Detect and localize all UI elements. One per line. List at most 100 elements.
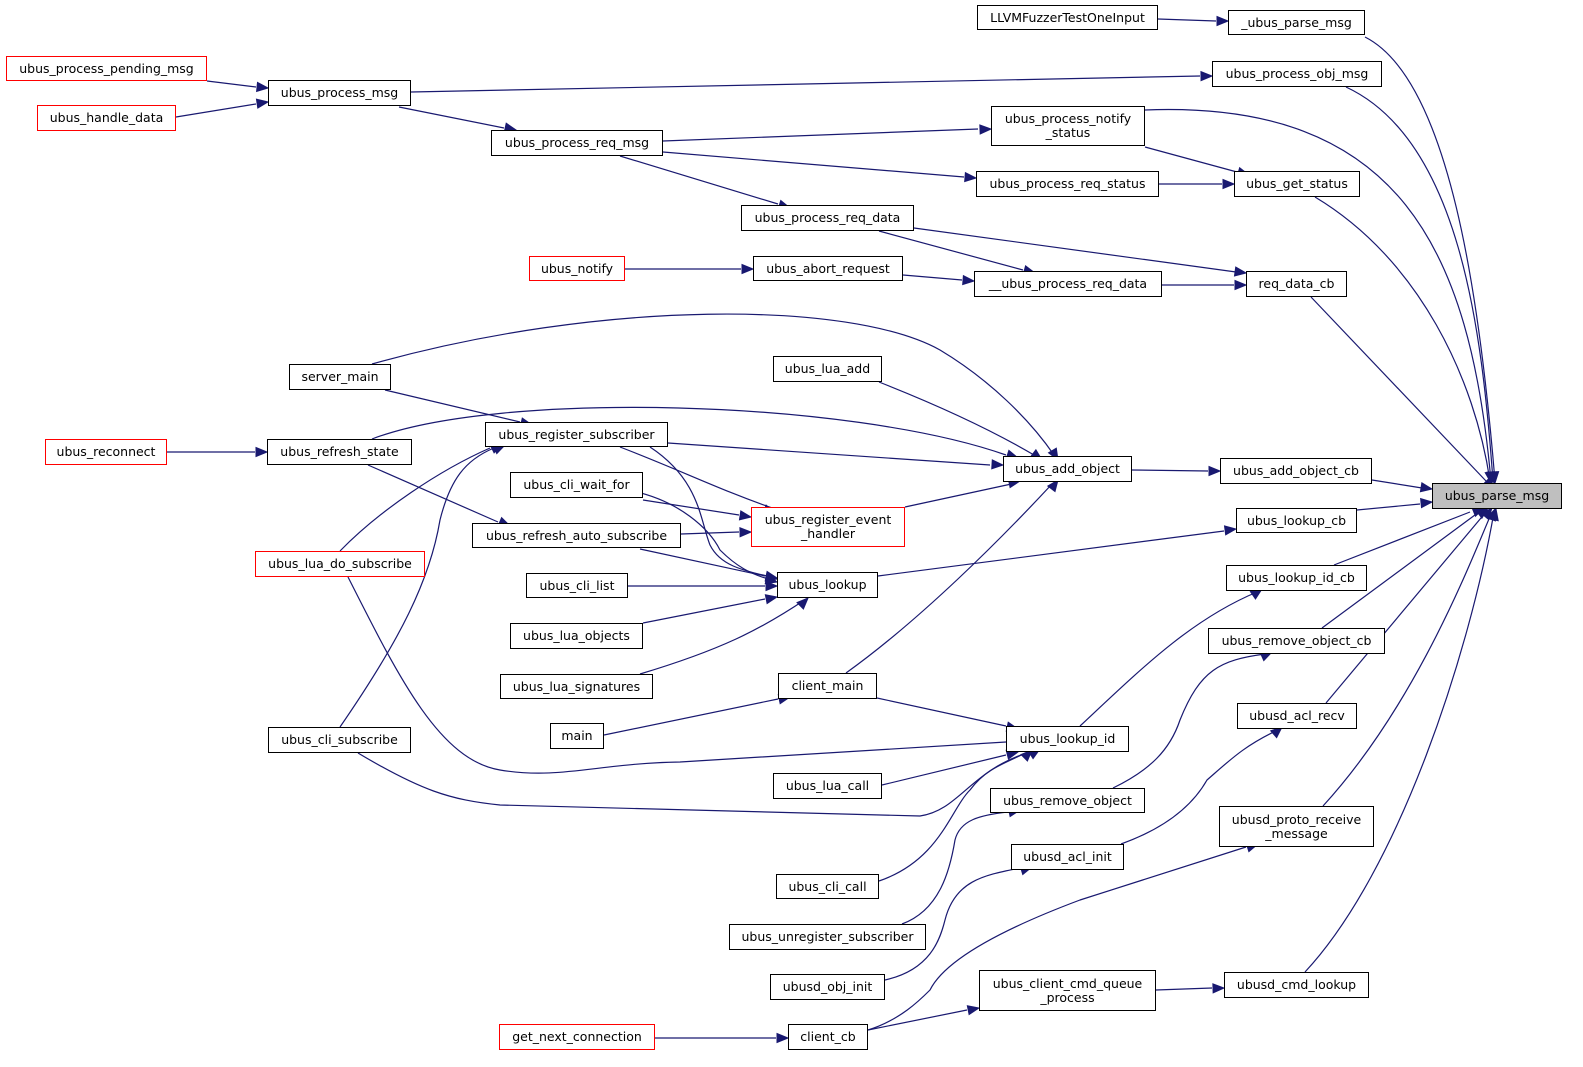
node-ubus-process-notify-status[interactable]: ubus_process_notify _status (991, 106, 1145, 146)
arrowhead-ubus_lookup_id (1020, 749, 1033, 762)
node-ubus-process-req-msg[interactable]: ubus_process_req_msg (491, 130, 663, 156)
node-ubus-lua-add[interactable]: ubus_lua_add (773, 356, 882, 382)
edge-ubus_cli_subscribe-to-ubus_register_subscriber (339, 447, 495, 728)
node-ubusd-acl-init[interactable]: ubusd_acl_init (1011, 844, 1124, 870)
node-ubus-lookup-id[interactable]: ubus_lookup_id (1006, 726, 1129, 752)
edge-req_data_cb-to-ubus_parse_msg (1310, 296, 1487, 482)
call-edges (167, 15, 1500, 1044)
edge-ubusd_obj_init-to-ubusd_acl_init (884, 867, 1021, 981)
node-ubus-register-subscriber[interactable]: ubus_register_subscriber (485, 422, 668, 447)
node-ubus-refresh-state[interactable]: ubus_refresh_state (267, 439, 412, 465)
edge-server_main-to-ubus_add_object (371, 313, 1055, 456)
arrowhead-req_data_cb (1233, 266, 1248, 277)
node-ubus-process-pending-msg[interactable]: ubus_process_pending_msg (6, 56, 207, 81)
edge-ubus_lua_do_subscribe-to-ubus_register_subscriber (339, 447, 491, 552)
node-ubusd-obj-init[interactable]: ubusd_obj_init (770, 974, 885, 1000)
node-server-main[interactable]: server_main (289, 364, 391, 390)
node-ubus-lua-objects[interactable]: ubus_lua_objects (510, 623, 643, 649)
node-ubus-lookup-id-cb[interactable]: ubus_lookup_id_cb (1226, 565, 1367, 591)
node-ubus-refresh-auto-subscribe[interactable]: ubus_refresh_auto_subscribe (472, 523, 681, 548)
edge-ubus_lua_signatures-to-ubus_lookup (639, 598, 807, 675)
edge-ubusd_acl_recv-to-ubus_parse_msg (1325, 511, 1487, 704)
node-ubus-lua-call[interactable]: ubus_lua_call (773, 773, 882, 799)
node-ubus-reconnect[interactable]: ubus_reconnect (45, 439, 167, 465)
node-ubusd-proto-receive-message[interactable]: ubusd_proto_receive _message (1219, 806, 1374, 847)
node-ubusd-cmd-lookup[interactable]: ubusd_cmd_lookup (1224, 972, 1369, 998)
arrowhead-ubusd_cmd_lookup (1212, 983, 1226, 994)
node-__ubus-process-req-data[interactable]: __ubus_process_req_data (974, 271, 1162, 297)
edge-ubus_process_msg-to-ubus_process_obj_msg (410, 75, 1201, 93)
node-llvmfuzzertestoneinput[interactable]: LLVMFuzzerTestOneInput (977, 5, 1158, 30)
edge-ubus_process_req_data-to-__ubus_process_req_data (878, 230, 1024, 271)
edge-ubus_process_notify_status-to-ubus_get_status (1144, 146, 1238, 173)
node-ubus-process-obj-msg[interactable]: ubus_process_obj_msg (1212, 61, 1382, 87)
arrowhead-ubus_abort_request (741, 263, 755, 275)
edge-ubus_process_msg-to-ubus_process_req_msg (398, 106, 505, 129)
edge-ubus_handle_data-to-ubus_process_msg (175, 103, 257, 118)
node-ubus-get-status[interactable]: ubus_get_status (1234, 171, 1360, 197)
edge-ubus_remove_object-to-ubus_remove_object_cb (1112, 653, 1266, 789)
node-ubus-remove-object[interactable]: ubus_remove_object (990, 788, 1145, 813)
edge-ubus_process_req_msg-to-ubus_process_req_status (662, 151, 965, 178)
node-ubus-process-req-status[interactable]: ubus_process_req_status (976, 171, 1159, 197)
node-ubus-unregister-subscriber[interactable]: ubus_unregister_subscriber (729, 924, 926, 950)
node-ubus-remove-object-cb[interactable]: ubus_remove_object_cb (1208, 628, 1385, 654)
edge-client_cb-to-ubusd_proto_receive_message (867, 846, 1247, 1031)
edge-ubus_process_notify_status-to-ubus_parse_msg (1144, 108, 1492, 482)
edge-ubus_lookup_cb-to-ubus_parse_msg (877, 530, 1225, 577)
arrowhead-ubus_process_notify_status (979, 124, 993, 135)
edge-ubus_process_req_msg-to-ubus_process_req_data (619, 155, 779, 205)
node-ubus-process-msg[interactable]: ubus_process_msg (268, 80, 411, 106)
edge-ubusd_proto_receive_message-to-ubus_parse_msg (1322, 511, 1493, 807)
arrowhead-client_cb (776, 1032, 790, 1044)
edge-client_main-to-ubus_lookup_id (876, 697, 1007, 727)
node-ubusd-acl-recv[interactable]: ubusd_acl_recv (1237, 703, 1357, 729)
node-ubus-process-req-data[interactable]: ubus_process_req_data (741, 205, 914, 231)
edge-server_main-to-ubus_register_subscriber (384, 389, 521, 423)
arrowhead-__ubus_process_req_data (962, 274, 976, 286)
arrowhead-ubus_process_obj_msg (1200, 70, 1214, 82)
node-ubus-register-event-handler[interactable]: ubus_register_event _handler (751, 507, 905, 547)
node-ubus-lookup-cb[interactable]: ubus_lookup_cb (1236, 508, 1357, 533)
arrowhead-ubus_process_msg (255, 98, 270, 109)
arrowhead-ubus_parse_msg (1488, 507, 1499, 522)
node-ubus-client-cmd-queue-process[interactable]: ubus_client_cmd_queue _process (979, 970, 1156, 1011)
node-ubus-lua-signatures[interactable]: ubus_lua_signatures (500, 674, 653, 699)
node-_ubus-parse-msg[interactable]: _ubus_parse_msg (1228, 10, 1365, 35)
node-get-next-connection[interactable]: get_next_connection (499, 1024, 655, 1050)
edge-ubus_add_object-to-ubus_add_object_cb (1131, 469, 1209, 472)
arrowhead-ubus_parse_msg (1484, 470, 1495, 485)
node-req-data-cb[interactable]: req_data_cb (1246, 271, 1347, 297)
node-ubus-cli-wait-for[interactable]: ubus_cli_wait_for (510, 472, 643, 498)
edge-LLVMFuzzerTestOneInput-to-_ubus_parse_msg (1157, 18, 1217, 22)
node-ubus-abort-request[interactable]: ubus_abort_request (753, 256, 903, 281)
node-ubus-notify[interactable]: ubus_notify (529, 256, 625, 281)
node-ubus-parse-msg: ubus_parse_msg (1432, 483, 1562, 509)
edge-ubus_cli_call-to-ubus_lookup_id (878, 751, 1029, 882)
edge-ubus_refresh_state-to-ubus_add_object (371, 406, 1007, 456)
node-client-cb[interactable]: client_cb (788, 1024, 868, 1050)
edge-ubus_add_object_cb-to-ubus_parse_msg (1371, 479, 1423, 489)
arrowhead-ubus_lookup_cb (1420, 497, 1434, 509)
edge-ubus_register_subscriber-to-ubus_register_event_handler (619, 446, 776, 510)
edge-ubus_register_subscriber-to-ubus_lookup (649, 446, 777, 579)
arrowhead-ubus_client_cmd_queue_process (966, 1005, 981, 1016)
edge-ubus_refresh_auto_subscribe-to-ubus_register_event_handler (680, 531, 740, 535)
edge-ubus_process_pending_msg-to-ubus_process_msg (206, 80, 257, 88)
edge-ubus_unregister_subscriber-to-ubus_remove_object (901, 811, 1009, 925)
node-ubus-cli-list[interactable]: ubus_cli_list (526, 573, 628, 598)
node-ubus-cli-subscribe[interactable]: ubus_cli_subscribe (268, 727, 411, 753)
node-ubus-lookup[interactable]: ubus_lookup (777, 572, 878, 598)
edge-ubus_lua_add-to-ubus_add_object (878, 381, 1035, 456)
edge-_ubus_parse_msg-to-ubus_parse_msg (1364, 36, 1496, 482)
node-ubus-cli-call[interactable]: ubus_cli_call (776, 874, 879, 899)
node-ubus-lua-do-subscribe[interactable]: ubus_lua_do_subscribe (255, 551, 425, 577)
node-ubus-add-object[interactable]: ubus_add_object (1003, 456, 1132, 482)
edge-ubus_remove_object_cb-to-ubus_parse_msg (1321, 511, 1480, 629)
node-client-main[interactable]: client_main (778, 673, 877, 699)
edge-main-to-client_main (603, 698, 779, 736)
arrowhead-ubus_lookup (796, 597, 809, 610)
node-ubus-add-object-cb[interactable]: ubus_add_object_cb (1220, 458, 1372, 484)
node-ubus-handle-data[interactable]: ubus_handle_data (37, 105, 176, 131)
node-main[interactable]: main (550, 723, 604, 749)
